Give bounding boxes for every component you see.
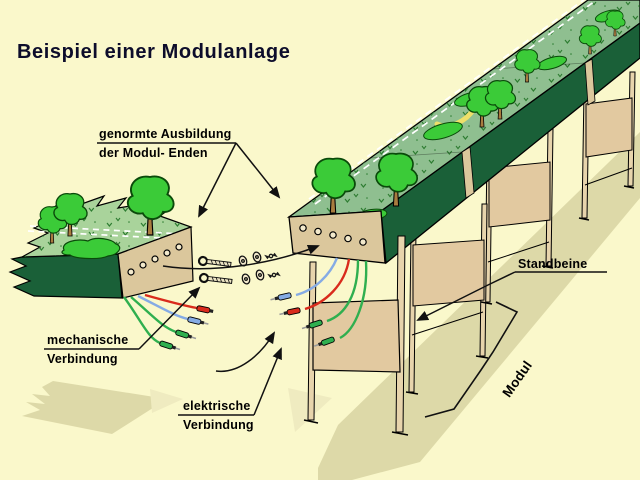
connection-hardware	[197, 251, 281, 285]
plugs-right	[270, 292, 335, 347]
label-module-ends-line2: der Modul- Enden	[99, 146, 208, 160]
module-brace	[424, 301, 519, 418]
washers	[238, 251, 265, 285]
label-module-ends: genormte Ausbildung der Modul- Enden	[99, 127, 232, 160]
cables-right	[295, 257, 368, 340]
right-end-holes	[299, 224, 367, 246]
cables-left	[123, 293, 198, 345]
left-module-front	[8, 253, 123, 299]
trestle-legs	[405, 71, 636, 395]
plugs-left	[159, 305, 214, 351]
wing-nut	[267, 271, 281, 279]
arrow-standbeine	[416, 271, 516, 321]
label-elektrische-line1: elektrische	[183, 399, 251, 413]
label-elektrische-verbindung: elektrische Verbindung	[183, 399, 254, 432]
left-module-shadow	[22, 381, 167, 434]
pale-shadow-1	[150, 389, 183, 413]
label-module-ends-line1: genormte Ausbildung	[99, 127, 232, 141]
label-mechanische-verbindung: mechanische Verbindung	[47, 333, 128, 366]
trestle-feet-marks	[405, 185, 635, 395]
bush-left	[61, 237, 121, 260]
trestle-3	[484, 127, 554, 303]
trestle-2	[408, 203, 488, 393]
arrow-to-left-end	[198, 142, 237, 218]
trestle-4	[581, 71, 636, 219]
right-end-face	[288, 210, 386, 264]
arrow-electrical-connect	[215, 331, 276, 372]
label-mechanische-line1: mechanische	[47, 333, 129, 347]
arrow-face-to-face	[162, 245, 320, 270]
module-band	[286, 0, 640, 265]
left-module	[8, 175, 194, 299]
wing-nut	[264, 252, 278, 260]
label-standbeine: Standbeine	[518, 257, 588, 271]
annotation-arrows	[44, 142, 607, 418]
arrow-to-right-end	[235, 142, 281, 199]
label-mechanische-line2: Verbindung	[47, 352, 118, 366]
label-elektrische-line2: Verbindung	[183, 418, 254, 432]
arrow-mechanische	[138, 286, 201, 350]
bolt	[197, 255, 232, 267]
page-title: Beispiel einer Modulanlage	[17, 41, 291, 63]
left-end-holes	[127, 243, 183, 276]
arrow-elektrische	[253, 347, 282, 416]
bolt	[198, 272, 233, 284]
